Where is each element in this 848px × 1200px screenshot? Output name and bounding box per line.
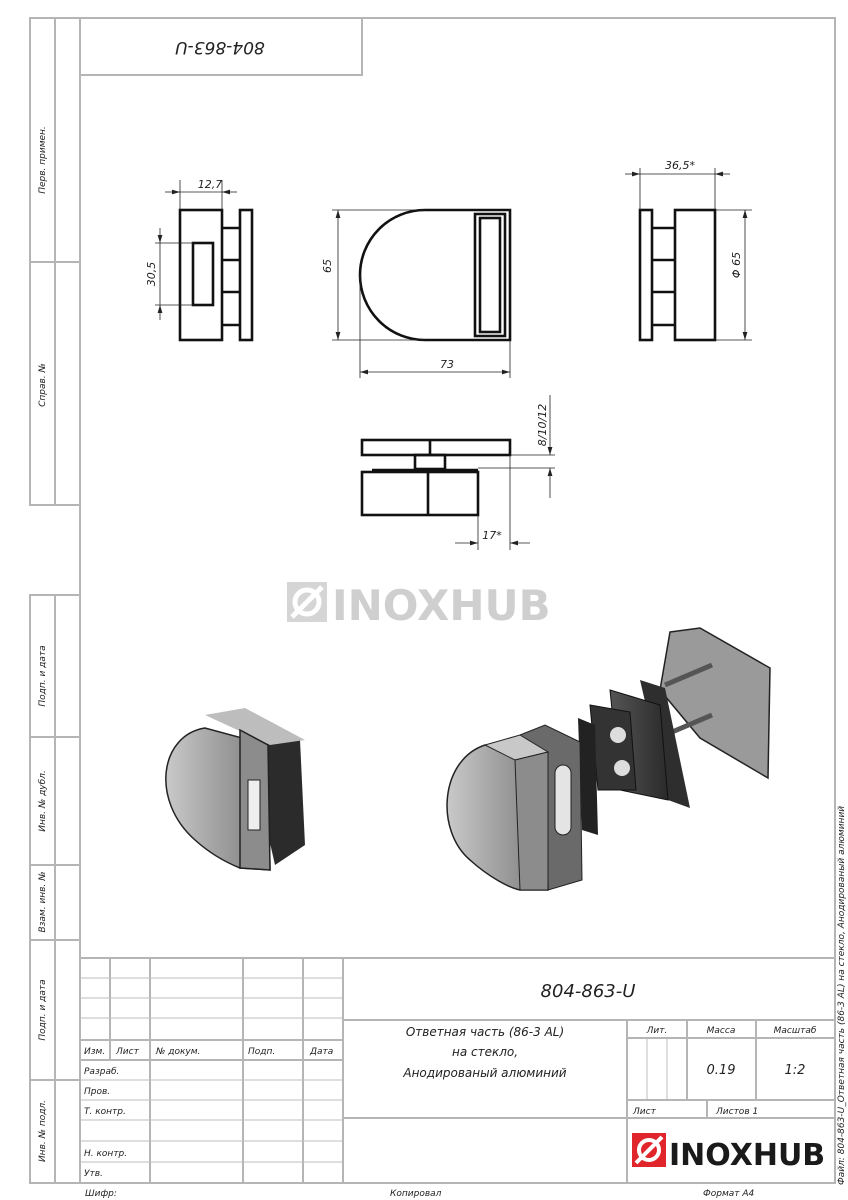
side-label-sprav: Справ. № bbox=[38, 363, 48, 407]
dim-height-front: 65 bbox=[321, 259, 334, 273]
side-label-podp-data-1: Подп. и дата bbox=[38, 645, 48, 706]
front-view bbox=[332, 208, 512, 378]
footer-format: Формат А4 bbox=[703, 1189, 755, 1199]
header-doc: № докум. bbox=[155, 1047, 200, 1057]
sheets-label: Листов 1 bbox=[715, 1107, 758, 1117]
dim-width-front: 73 bbox=[440, 358, 454, 371]
side-label-vzam-inv: Взам. инв. № bbox=[38, 871, 48, 932]
role-n-kontr: Н. контр. bbox=[84, 1149, 127, 1159]
watermark-text: INOXHUB bbox=[332, 581, 551, 630]
header-podp: Подп. bbox=[248, 1047, 275, 1057]
header-izm: Изм. bbox=[84, 1047, 105, 1057]
sheet-label: Лист bbox=[632, 1107, 657, 1117]
side-label-inv-dubl: Инв. № дубл. bbox=[38, 770, 48, 832]
role-t-kontr: Т. контр. bbox=[84, 1107, 126, 1117]
mass-value: 0.19 bbox=[707, 1063, 736, 1078]
watermark: INOXHUB bbox=[287, 581, 551, 630]
scale-label: Масштаб bbox=[774, 1026, 817, 1036]
render-exploded bbox=[446, 627, 771, 891]
title-block-grid bbox=[80, 957, 835, 1183]
header-date: Дата bbox=[309, 1047, 333, 1057]
dim-height-left: 30,5 bbox=[145, 262, 158, 287]
bottom-view bbox=[360, 395, 555, 550]
logo-text: INOXHUB bbox=[669, 1138, 825, 1173]
logo-inoxhub: INOXHUB bbox=[632, 1133, 825, 1173]
scale-value: 1:2 bbox=[785, 1063, 806, 1078]
side-label-podp-data-2: Подп. и дата bbox=[38, 979, 48, 1040]
side-label-perv-primen: Перв. примен. bbox=[38, 126, 48, 194]
dim-offset-bottom: 17* bbox=[482, 529, 502, 542]
role-razrab: Разраб. bbox=[84, 1067, 119, 1077]
dim-depth-right: 36,5* bbox=[665, 159, 695, 172]
footer-copied: Копировал bbox=[390, 1189, 442, 1199]
footer-cipher: Шифр: bbox=[85, 1189, 117, 1199]
render-assembled bbox=[165, 708, 305, 871]
title-block-headers: Изм. Лист № докум. Подп. Дата Разраб. Пр… bbox=[84, 1026, 817, 1179]
left-view bbox=[155, 180, 254, 342]
right-view bbox=[625, 168, 752, 342]
description-line-3: Анодированый алюминий bbox=[402, 1066, 566, 1080]
role-prov: Пров. bbox=[84, 1087, 110, 1097]
title-code: 804-863-U bbox=[541, 981, 636, 1002]
mass-label: Масса bbox=[707, 1026, 736, 1036]
dim-diameter-right: Φ 65 bbox=[730, 252, 743, 278]
top-code-rotated: 804-863-U bbox=[175, 37, 265, 57]
sheet-frame bbox=[29, 17, 836, 1184]
role-utv: Утв. bbox=[84, 1169, 103, 1179]
dim-glass: 8/10/12 bbox=[536, 404, 549, 446]
dim-width-left: 12,7 bbox=[198, 178, 223, 191]
side-labels: Перв. примен. Справ. № Подп. и дата Инв.… bbox=[38, 126, 48, 1162]
description-line-1: Ответная часть (86-3 AL) bbox=[406, 1025, 564, 1039]
lit-label: Лит. bbox=[646, 1026, 668, 1036]
side-label-inv-podl: Инв. № подл. bbox=[38, 1100, 48, 1162]
header-list: Лист bbox=[115, 1047, 140, 1057]
file-note: Файл: 804-863-U_Ответная часть (86-3 AL)… bbox=[837, 806, 847, 1185]
description-line-2: на стекло, bbox=[452, 1045, 518, 1059]
